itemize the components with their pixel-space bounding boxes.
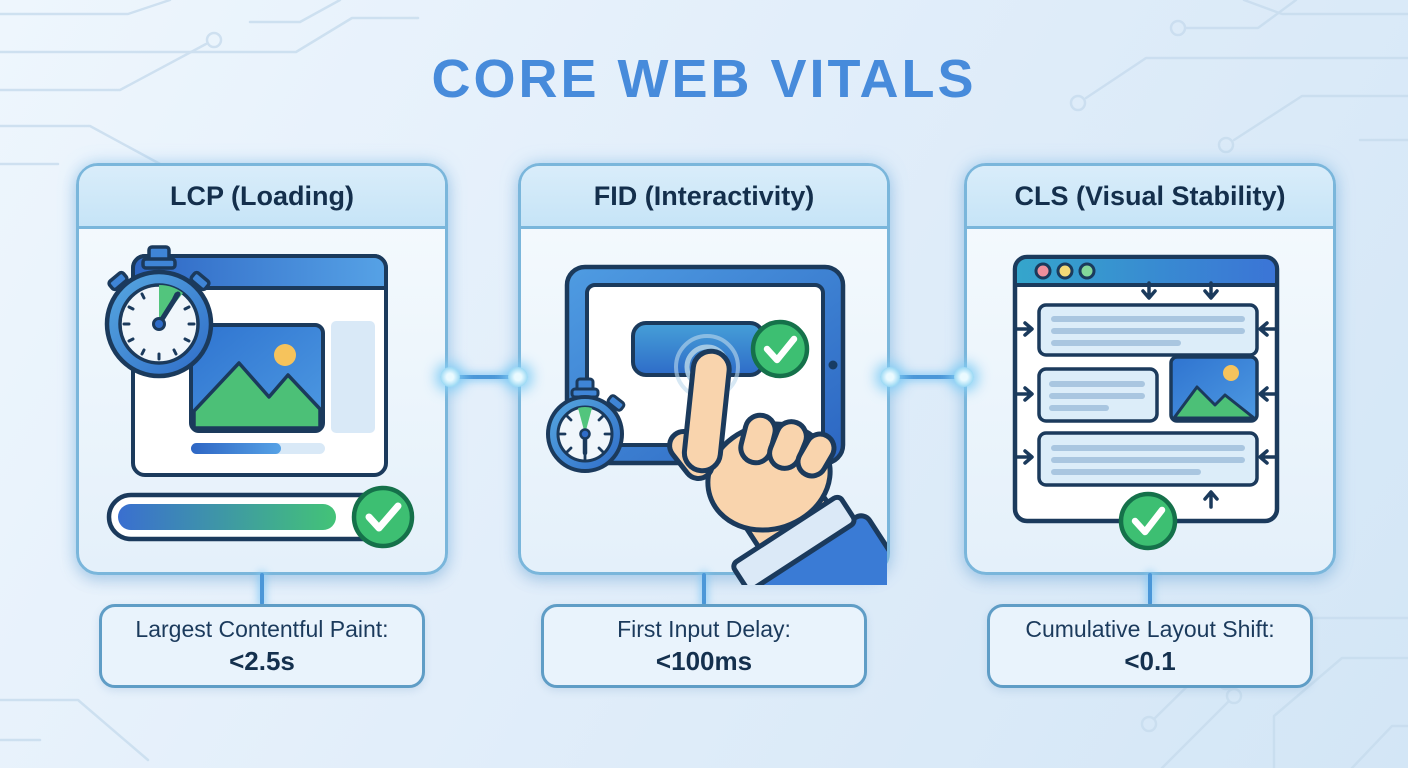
metric-name: Cumulative Layout Shift: (1025, 615, 1275, 642)
sleeve-graphic (731, 494, 887, 585)
mountains-icon (1172, 385, 1256, 420)
connector-fid-cls (890, 375, 964, 379)
metric-name: First Input Delay: (617, 615, 791, 642)
sun-icon (1223, 365, 1239, 381)
cls-illustration (1012, 254, 1280, 551)
metric-threshold: <0.1 (1124, 645, 1176, 676)
label-connector-fid (702, 573, 706, 605)
metric-threshold: <2.5s (229, 645, 295, 676)
check-icon (351, 485, 415, 549)
connector-lcp-fid (448, 375, 518, 379)
label-connector-cls (1148, 573, 1152, 605)
metric-label-fid: First Input Delay: <100ms (541, 604, 867, 688)
panel-lcp: LCP (Loading) (76, 163, 448, 575)
text-line-loaded (191, 443, 281, 454)
stopwatch-icon (546, 377, 626, 473)
connector-node (508, 367, 528, 387)
page-title: CORE WEB VITALS (431, 49, 977, 109)
sidebar-placeholder (331, 321, 375, 433)
panel-cls-body (967, 229, 1333, 569)
panel-fid: FID (Interactivity) (518, 163, 890, 585)
image-block-placeholder (1169, 355, 1259, 423)
stability-arrows-icon (1015, 281, 1277, 509)
hero-image-placeholder (189, 323, 325, 433)
connector-node (440, 367, 460, 387)
metric-label-lcp: Largest Contentful Paint: <2.5s (99, 604, 425, 688)
progress-bar (106, 492, 408, 542)
label-connector-lcp (260, 573, 264, 605)
connector-node (954, 367, 974, 387)
panel-cls: CLS (Visual Stability) (964, 163, 1336, 575)
fid-illustration (546, 264, 887, 585)
window-dot-green (1078, 262, 1096, 280)
window-dot-yellow (1056, 262, 1074, 280)
panel-fid-header: FID (Interactivity) (521, 166, 887, 229)
layout-blocks-graphic (1037, 303, 1259, 487)
panel-fid-body (521, 229, 887, 585)
lcp-illustration (104, 245, 415, 549)
stopwatch-icon (104, 245, 214, 379)
connector-node (880, 367, 900, 387)
panel-lcp-header: LCP (Loading) (79, 166, 445, 229)
hand-cursor-icon (667, 348, 887, 585)
camera-dot (828, 360, 838, 370)
panel-lcp-body (79, 229, 445, 569)
metric-threshold: <100ms (655, 645, 753, 676)
check-icon (1118, 491, 1178, 551)
panel-cls-header: CLS (Visual Stability) (967, 166, 1333, 229)
metric-label-cls: Cumulative Layout Shift: <0.1 (987, 604, 1313, 688)
window-dot-red (1034, 262, 1052, 280)
metric-name: Largest Contentful Paint: (135, 615, 389, 642)
check-icon (750, 319, 810, 379)
sun-icon (274, 344, 296, 366)
mountains-icon (192, 361, 322, 430)
